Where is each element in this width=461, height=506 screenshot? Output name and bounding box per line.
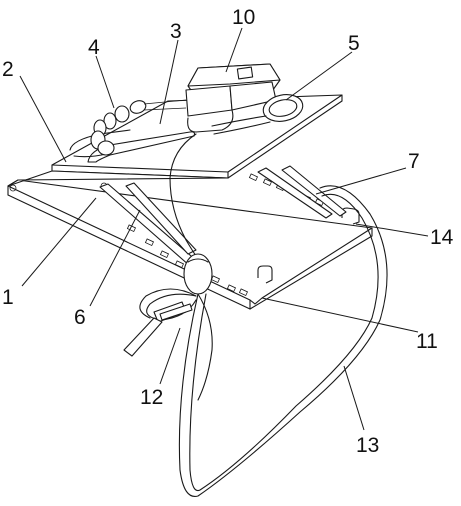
callout-13: 13 — [356, 434, 379, 457]
loop-strap — [178, 185, 388, 498]
callout-4: 4 — [88, 36, 100, 59]
air-tube — [169, 133, 197, 257]
scissor-support — [99, 165, 347, 267]
callout-1: 1 — [2, 286, 14, 309]
callout-6: 6 — [74, 306, 86, 329]
lower-strap — [123, 288, 197, 357]
leader-lines — [19, 27, 429, 431]
callouts: 2 4 3 10 5 7 14 1 6 11 12 13 — [2, 6, 454, 457]
callout-14: 14 — [430, 226, 454, 249]
finger-rings — [90, 99, 187, 156]
callout-12: 12 — [140, 386, 163, 409]
pump-bulb — [183, 253, 213, 295]
callout-10: 10 — [232, 6, 255, 29]
cuff-band — [211, 94, 304, 135]
callout-3: 3 — [170, 20, 182, 43]
callout-7: 7 — [408, 150, 420, 173]
callout-5: 5 — [348, 32, 360, 55]
monitor-box — [185, 63, 281, 133]
callout-11: 11 — [416, 330, 438, 353]
base-hook — [257, 265, 273, 284]
callout-2: 2 — [2, 58, 14, 81]
